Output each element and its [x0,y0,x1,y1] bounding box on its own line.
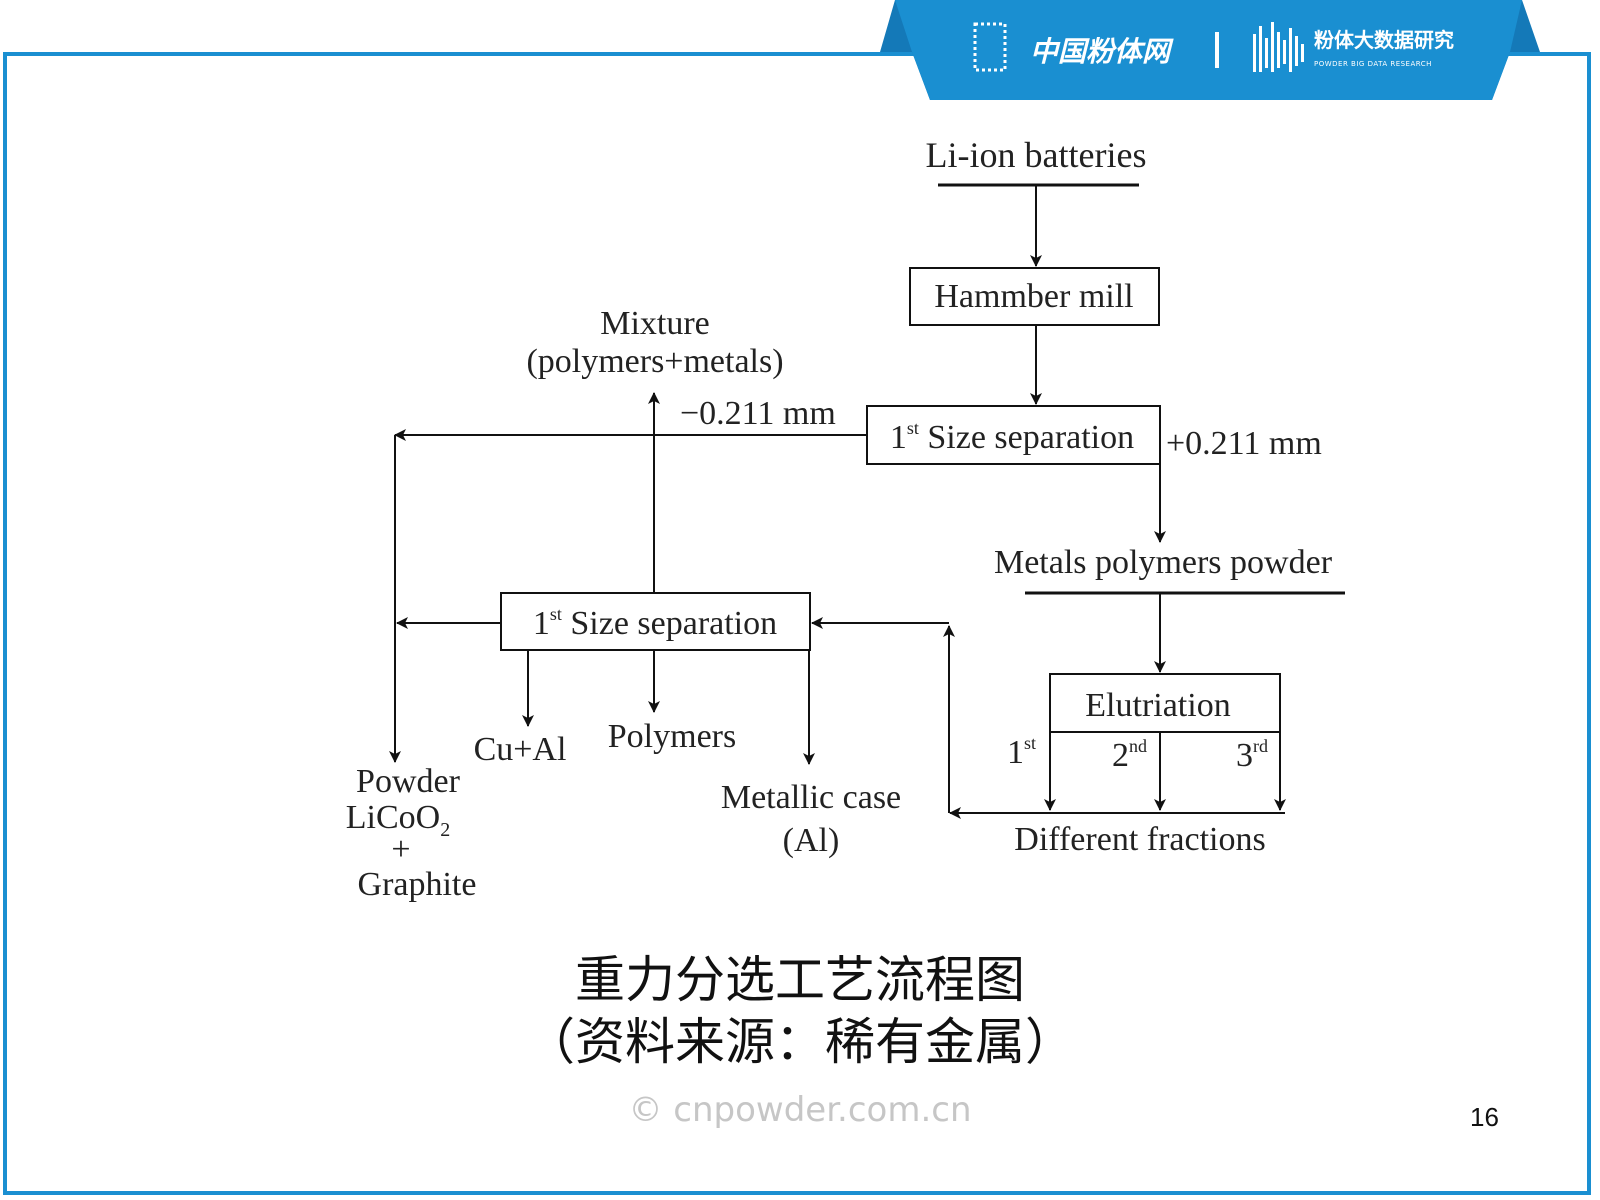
brand-name: 中国粉体网 [1030,35,1171,68]
size-separation-label-1: 1st Size separation [890,418,1134,456]
elutriation-box [1049,673,1281,733]
graphite-label: Graphite [358,866,477,903]
bars-logo-icon [1253,22,1304,72]
page-number: 16 [1470,1102,1499,1132]
different-fractions-label: Different fractions [1014,821,1265,858]
header-banner [880,0,1540,100]
metals-powder-label: Metals polymers powder [994,544,1333,581]
plus-label: + [391,831,410,868]
hammer-mill-label: Hammber mill [934,278,1133,315]
size-separation-box-2 [500,592,811,651]
fine-fraction-label: −0.211 mm [680,395,836,432]
banner-face [895,0,1522,100]
figure-caption-source: （资料来源：稀有金属） [525,1013,1075,1071]
powder-label: Powder [356,763,461,800]
fraction-3-label: 3rd [1236,736,1268,774]
figure-caption-title: 重力分选工艺流程图 [575,951,1025,1009]
mixture-label: Mixture [600,305,710,342]
cu-al-label: Cu+Al [474,731,567,768]
metallic-case-detail-label: (Al) [783,822,840,859]
brand-logo-icon [973,22,1007,72]
polymers-label: Polymers [608,718,736,755]
watermark: © cnpowder.com.cn [628,1090,972,1130]
brand2-subtitle: POWDER BIG DATA RESEARCH [1314,60,1432,68]
coarse-fraction-label: +0.211 mm [1166,425,1322,462]
hammer-mill-box [909,267,1160,326]
size-separation-label-2: 1st Size separation [533,604,777,642]
mixture-detail-label: (polymers+metals) [526,343,783,380]
slide-frame [3,52,1591,1195]
fraction-2-label: 2nd [1112,736,1147,774]
fraction-1-label: 1st [1007,733,1036,771]
brand2-name: 粉体大数据研究 [1314,27,1454,52]
input-label: Li-ion batteries [926,135,1147,175]
banner-divider [1215,32,1219,68]
elutriation-label: Elutriation [1085,687,1230,724]
licoo2-label: LiCoO2 [346,799,450,841]
metallic-case-label: Metallic case [721,779,901,816]
